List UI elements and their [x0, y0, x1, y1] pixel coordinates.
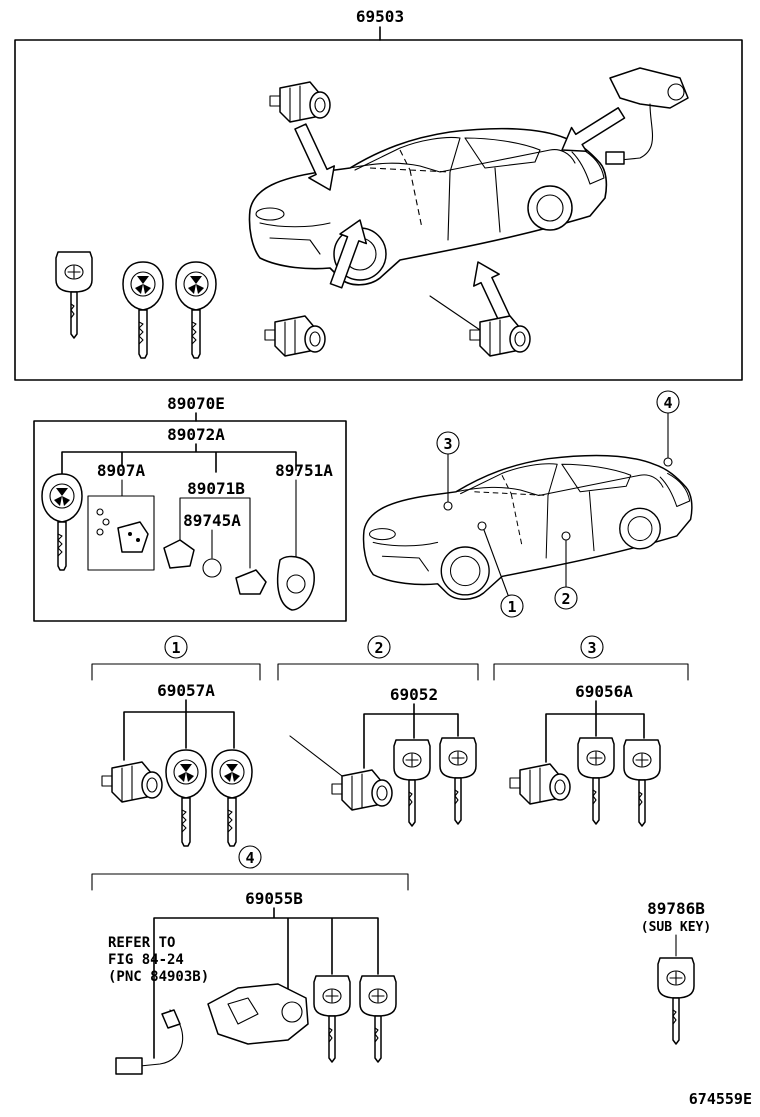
figure-id: 674559E	[689, 1090, 752, 1108]
trunk-cylinder	[469, 315, 531, 357]
callout-89786B: 89786B	[647, 899, 705, 918]
group-header-4: 4	[91, 845, 409, 891]
callout-69052: 69052	[390, 685, 438, 704]
transmitter-key	[41, 473, 83, 571]
key-remote-3	[175, 261, 217, 359]
cylinder-set2-rod	[289, 735, 343, 777]
callout-89751A: 89751A	[275, 461, 333, 480]
location-marker-4: 4	[656, 390, 680, 467]
svg-text:3: 3	[443, 435, 452, 453]
group-header-2: 2	[277, 635, 479, 681]
leader-89072A	[61, 443, 297, 475]
key-set4-b	[359, 975, 397, 1063]
svg-text:2: 2	[374, 639, 383, 657]
group-header-3: 3	[493, 635, 689, 681]
car-illustration-top	[248, 127, 608, 286]
callout-89071B: 89071B	[187, 479, 245, 498]
ignition-assembly	[207, 983, 309, 1045]
assembly-box	[14, 39, 743, 381]
leader-69052	[363, 703, 459, 769]
leader-69057A	[123, 699, 235, 761]
battery-cover	[163, 539, 195, 569]
key-set3-a	[577, 737, 615, 825]
leader-69055B	[153, 907, 379, 1059]
callout-89072A: 89072A	[167, 425, 225, 444]
cylinder-set3	[509, 763, 571, 805]
leader-69056A	[545, 700, 645, 763]
sub-key	[657, 957, 695, 1045]
key-set3-b	[623, 739, 661, 827]
callout-69056A: 69056A	[575, 682, 633, 701]
reference-note-line2: FIG 84-24	[108, 952, 184, 968]
leader-battery	[121, 479, 251, 569]
cylinder-set1	[101, 761, 163, 803]
callout-89070E: 89070E	[167, 394, 225, 413]
key-set4-a	[313, 975, 351, 1063]
harness-plug	[161, 1009, 181, 1029]
location-marker-1: 1	[477, 521, 524, 618]
key-set2-a	[393, 739, 431, 827]
svg-text:2: 2	[561, 590, 570, 608]
location-marker-2: 2	[554, 531, 578, 610]
battery	[202, 558, 222, 578]
trunk-rod	[429, 295, 481, 331]
svg-text:1: 1	[507, 598, 516, 616]
group-header-1: 1	[91, 635, 261, 681]
cylinder-set2	[331, 769, 393, 811]
svg-text:4: 4	[245, 849, 254, 867]
svg-text:1: 1	[171, 639, 180, 657]
key-set2-b	[439, 737, 477, 825]
callout-69057A: 69057A	[157, 681, 215, 700]
key-set1-a	[165, 749, 207, 847]
key-remote-1	[55, 251, 93, 339]
remote-fob	[276, 555, 315, 611]
reference-note-line1: REFER TO	[108, 935, 175, 951]
transmitter-housing	[87, 495, 155, 571]
door-cylinder-top	[269, 81, 331, 123]
sub-key-note: (SUB KEY)	[641, 920, 711, 935]
key-remote-2	[122, 261, 164, 359]
callout-69055B: 69055B	[245, 889, 303, 908]
svg-text:3: 3	[587, 639, 596, 657]
car-illustration-locations	[362, 454, 693, 600]
reference-note-line3: (PNC 84903B)	[108, 969, 209, 985]
svg-text:4: 4	[663, 394, 672, 412]
ignition-switch	[605, 67, 689, 165]
housing-parts	[96, 508, 149, 553]
arrow-left-door	[286, 119, 344, 197]
door-cylinder-bottom	[264, 315, 326, 357]
harness-connector	[115, 1057, 143, 1075]
key-set1-b	[211, 749, 253, 847]
callout-8907A: 8907A	[97, 461, 146, 480]
cover-piece	[235, 569, 267, 595]
callout-69503: 69503	[356, 7, 404, 26]
transmitter-box	[33, 420, 347, 622]
callout-89745A: 89745A	[183, 511, 241, 530]
location-marker-3: 3	[436, 431, 460, 511]
